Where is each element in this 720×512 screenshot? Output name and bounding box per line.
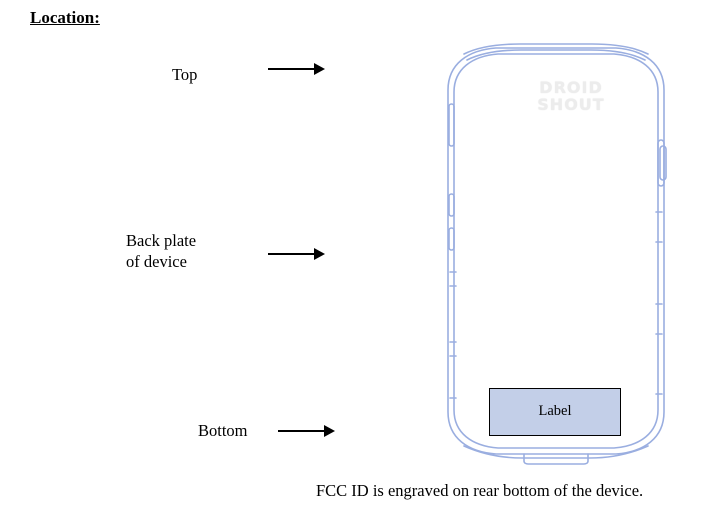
- annotation-label-top: Top: [172, 65, 198, 84]
- annotation-label-bottom: Bottom: [198, 421, 248, 440]
- watermark-line-1: DROID: [539, 78, 603, 97]
- annotation-label-back-plate: Back plate of device: [126, 231, 197, 272]
- device-label-box-text: Label: [538, 403, 572, 419]
- device-label-box: Label: [489, 388, 621, 436]
- watermark-line-2: SHOUT: [537, 94, 605, 114]
- device-outline-drawing: DROID SHOUT Label: [420, 42, 700, 467]
- footer-note: FCC ID is engraved on rear bottom of the…: [316, 481, 644, 500]
- arrow-bottom-icon: [278, 424, 336, 438]
- page-title: Location:: [30, 8, 100, 27]
- arrow-top-icon: [268, 62, 326, 76]
- watermark: DROID SHOUT: [528, 78, 614, 114]
- arrow-back-plate-icon: [268, 247, 326, 261]
